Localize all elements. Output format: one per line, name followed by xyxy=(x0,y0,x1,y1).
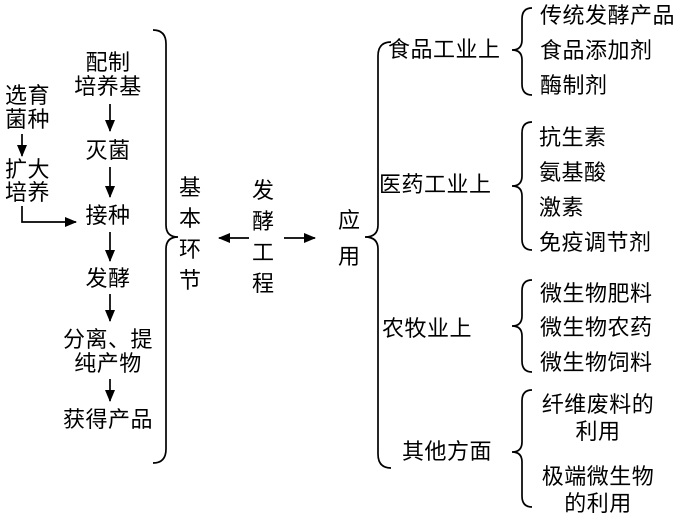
item-extremophile-utilization: 极端微生物 的利用 xyxy=(541,464,655,516)
item-hormones: 激素 xyxy=(539,195,585,220)
item-fiber-waste-utilization: 纤维废料的 利用 xyxy=(541,392,655,444)
item-immune-regulators: 免疫调节剂 xyxy=(539,230,652,255)
brace-agriculture xyxy=(511,279,533,373)
item-microbial-feed: 微生物饲料 xyxy=(540,350,653,375)
brace-basic-steps xyxy=(152,29,179,464)
category-medical-industry: 医药工业上 xyxy=(379,172,492,197)
basic-steps-label: 基本环节 xyxy=(179,175,202,293)
item-enzyme-preparations: 酶制剂 xyxy=(540,73,608,98)
category-food-industry: 食品工业上 xyxy=(388,37,501,62)
item-microbial-pesticide: 微生物农药 xyxy=(540,315,653,340)
item-traditional-fermented-products: 传统发酵产品 xyxy=(540,3,676,28)
step-inoculate: 接种 xyxy=(85,203,131,228)
step-sterilize: 灭菌 xyxy=(85,138,131,163)
brace-food-industry xyxy=(511,7,533,96)
step-ferment: 发酵 xyxy=(85,266,131,291)
item-food-additives: 食品添加剂 xyxy=(540,38,653,63)
step-prepare-medium: 配制 培养基 xyxy=(74,50,142,99)
brace-applications xyxy=(364,41,392,469)
category-other-aspects: 其他方面 xyxy=(402,439,493,464)
step-select-strain: 选育 菌种 xyxy=(5,83,51,132)
item-amino-acids: 氨基酸 xyxy=(539,160,607,185)
subject-title: 发酵工程 xyxy=(252,178,275,296)
brace-other-aspects xyxy=(511,389,533,508)
item-microbial-fertilizer: 微生物肥料 xyxy=(540,281,653,306)
category-agriculture: 农牧业上 xyxy=(382,316,473,341)
brace-medical-industry xyxy=(511,121,533,251)
step-separate-purify: 分离、提 纯产物 xyxy=(62,327,153,376)
item-antibiotics: 抗生素 xyxy=(539,125,607,150)
arrow-expand-to-inoculate xyxy=(21,206,77,227)
step-obtain-product: 获得产品 xyxy=(62,407,153,432)
application-label: 应用 xyxy=(338,208,361,269)
step-expand-culture: 扩大 培养 xyxy=(5,157,51,205)
